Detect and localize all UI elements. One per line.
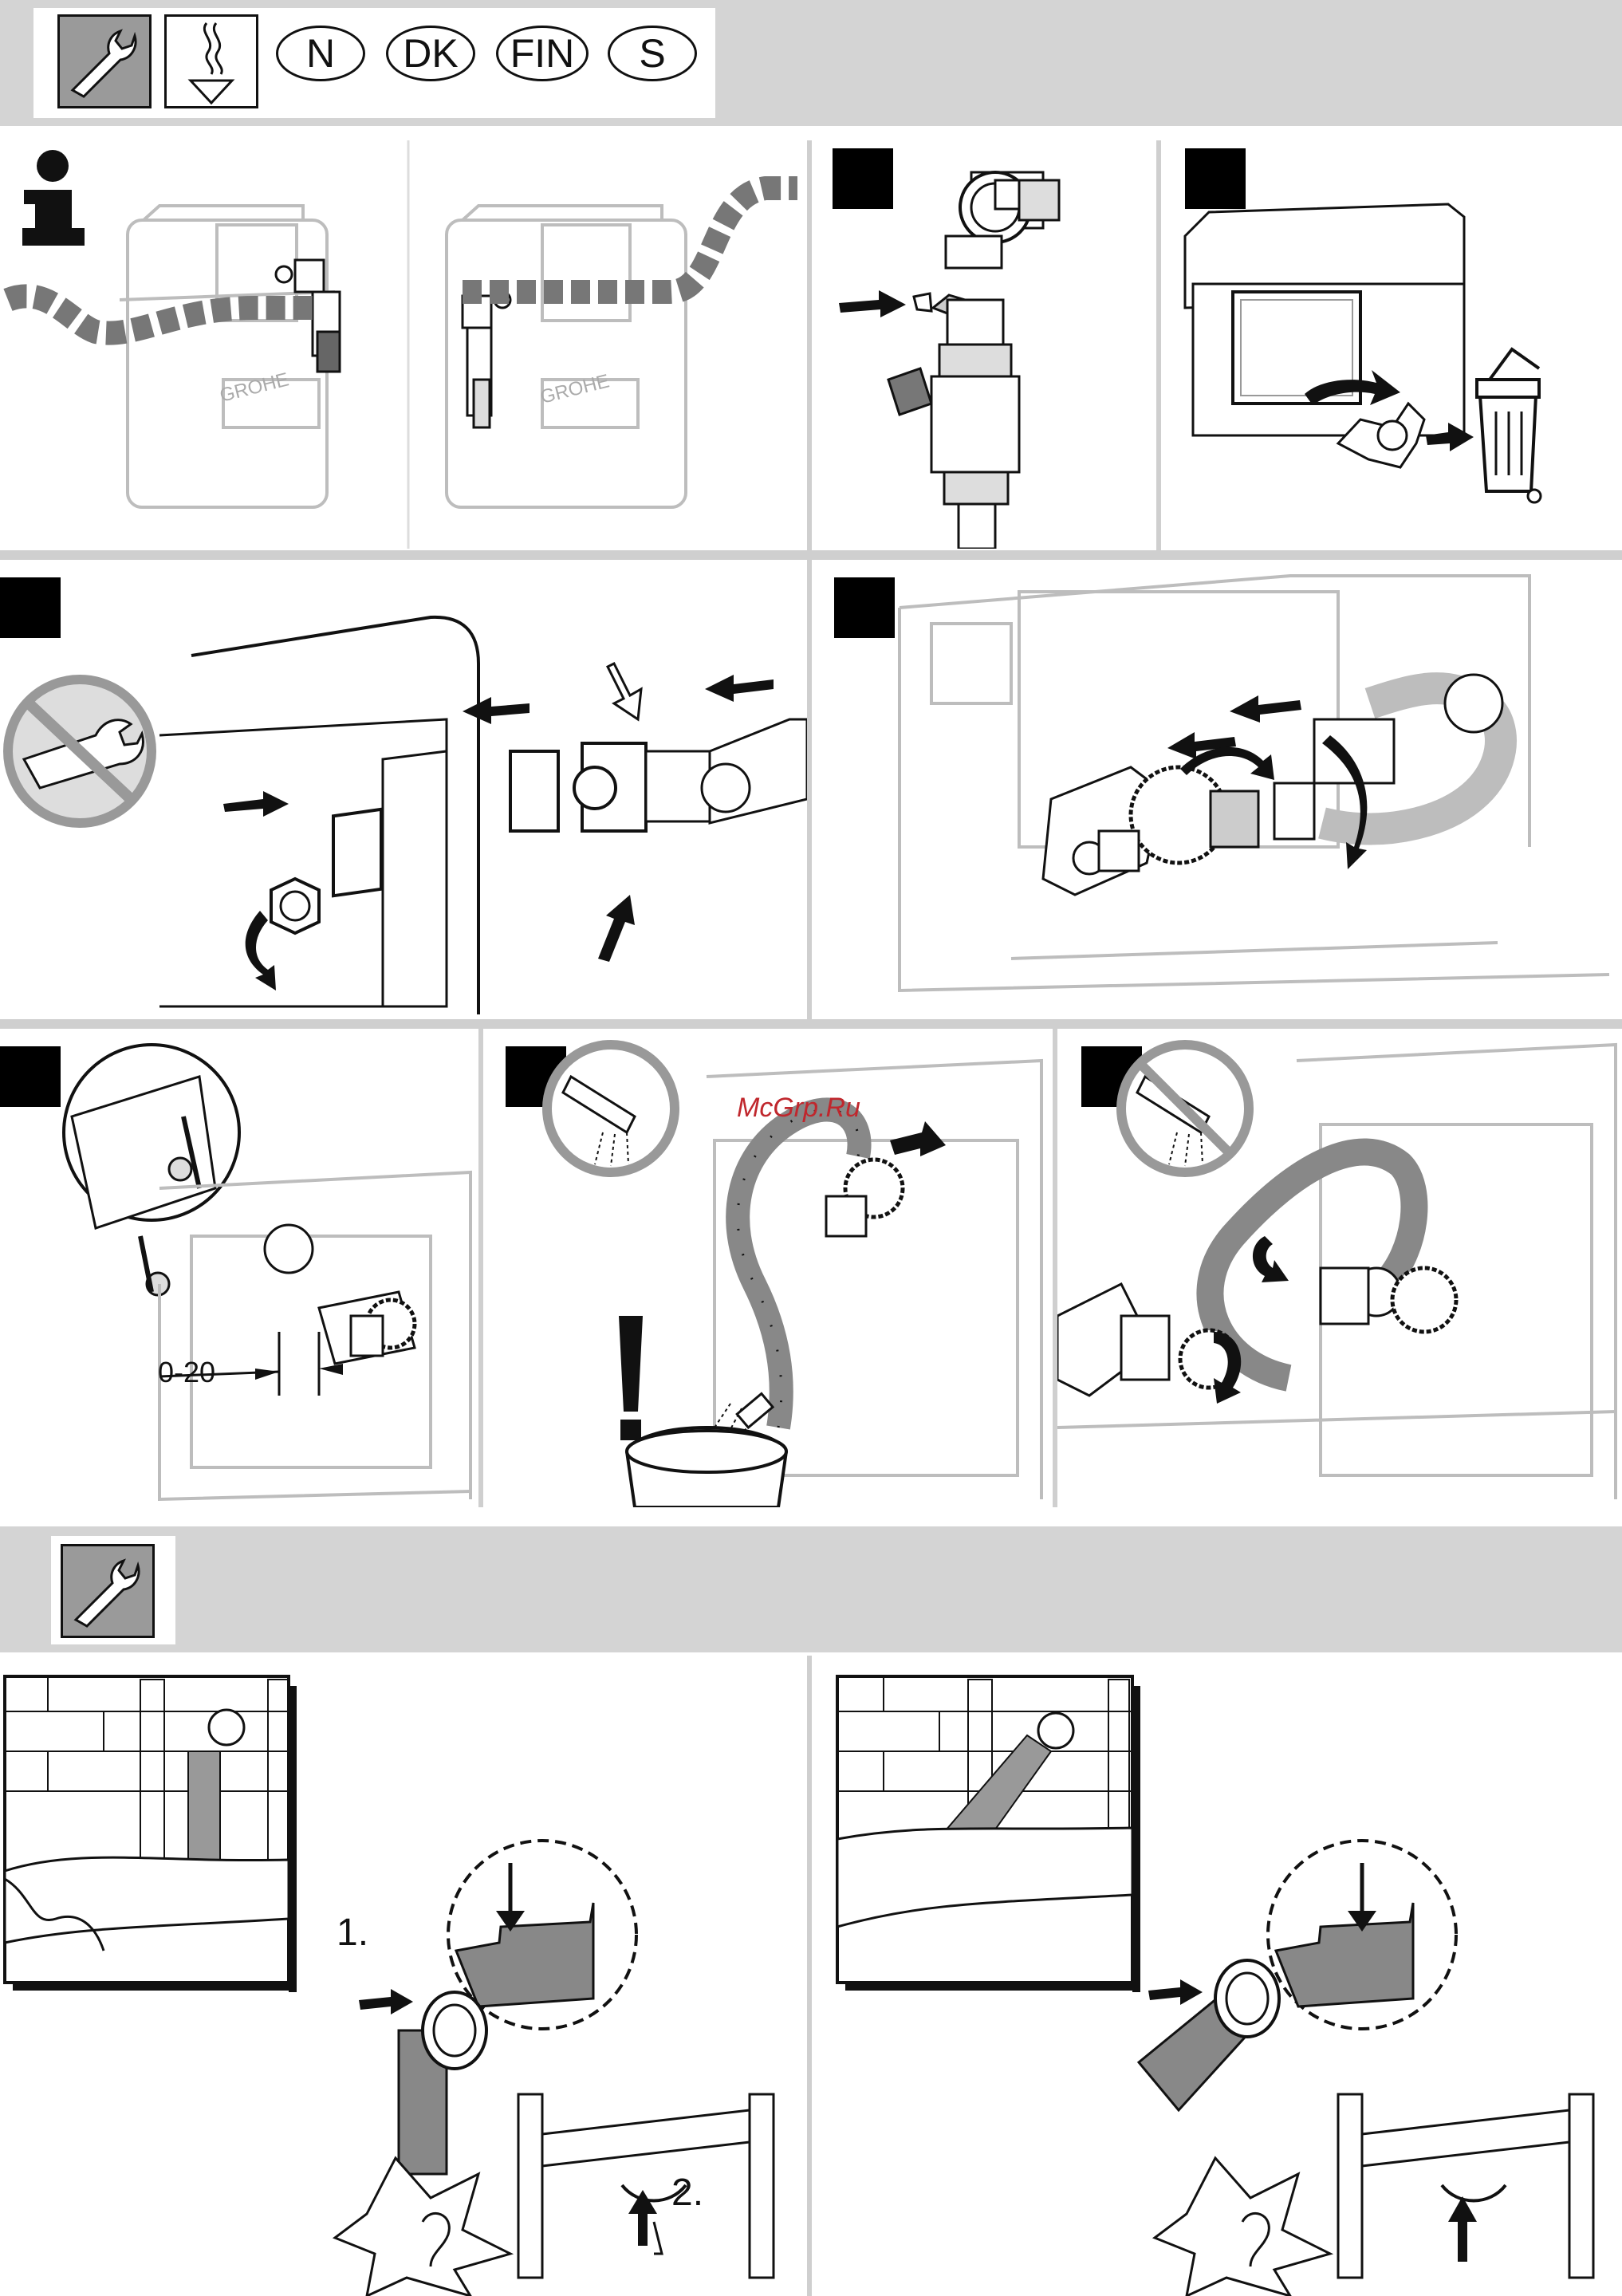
panel-valve-filter <box>812 140 1156 549</box>
row-separator-1 <box>0 126 1622 140</box>
section-band <box>0 1526 1622 1652</box>
language-badge-dk: DK <box>386 26 475 81</box>
brand-label-left: GROHE <box>218 368 291 406</box>
language-badge-n: N <box>276 26 365 81</box>
step1-label: 1. <box>337 1911 368 1955</box>
panel-connect-valve <box>1057 1029 1622 1507</box>
language-badge-s: S <box>608 26 697 81</box>
watermark: McGrp.Ru <box>737 1093 860 1124</box>
step2-label: 2. <box>671 2171 703 2215</box>
warning-exclamation-icon <box>619 1316 643 1440</box>
flush-water-icon <box>164 14 258 108</box>
panel-remove-bracket <box>1161 140 1622 549</box>
panel-drain-straight: 1. 2. <box>0 1664 807 2296</box>
ear-click-icon <box>1155 2158 1330 2296</box>
panel-adjust-depth: 0-20 <box>0 1029 478 1507</box>
no-tool-icon <box>8 679 152 823</box>
brand-label-right: GROHE <box>538 370 612 408</box>
trash-bin-icon <box>1477 349 1541 502</box>
row-separator-3 <box>0 1019 1622 1029</box>
ear-click-icon <box>335 2158 510 2296</box>
dimension-label: 0-20 <box>158 1356 215 1389</box>
wrench-icon <box>57 14 152 108</box>
panel-connect-hose <box>812 560 1622 1019</box>
spray-off-icon <box>1121 1045 1249 1172</box>
language-badge-fin: FIN <box>496 26 589 81</box>
info-icon <box>22 150 85 246</box>
panel-drain-angled <box>812 1664 1622 2296</box>
panel-mount-connector <box>0 560 807 1019</box>
panel-info-cisterns: GROHE GROHE <box>0 140 807 549</box>
row-separator-2 <box>0 550 1622 560</box>
panel-flush-hose: McGrp.Ru <box>483 1029 1053 1507</box>
spray-on-icon <box>547 1045 675 1172</box>
wrench-icon <box>61 1544 155 1638</box>
